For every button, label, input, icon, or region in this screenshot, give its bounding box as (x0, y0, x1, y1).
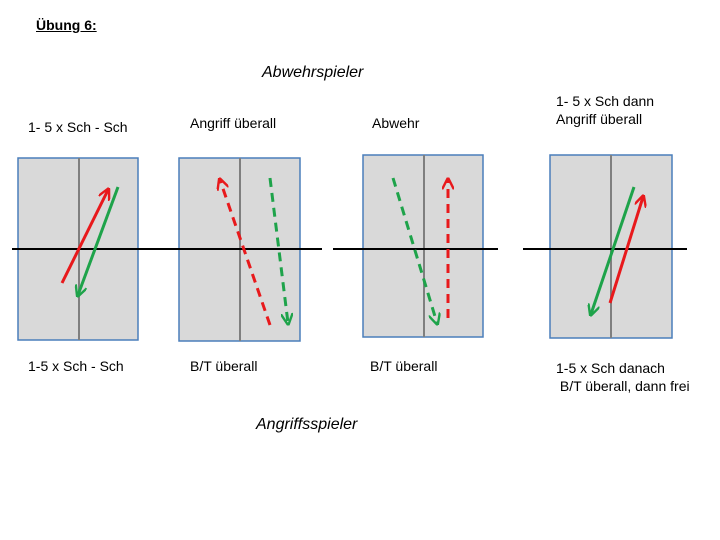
panel-3-green-arrow (391, 177, 437, 323)
defender-label: Abwehrspieler (262, 64, 364, 81)
panel-3-top-label: Abwehr (372, 115, 420, 131)
slide-title: Übung 6: (36, 17, 97, 33)
panel-1-green-arrow (78, 186, 120, 295)
panel-4-top-label-line-1: 1- 5 x Sch dann (556, 93, 655, 109)
panel-2-bottom-label: B/T überall (190, 358, 258, 374)
panel-2-top-label: Angriff überall (190, 115, 277, 131)
panel-1-bottom-label: 1-5 x Sch - Sch (28, 358, 124, 374)
panel-2-green-arrow (268, 177, 288, 323)
panel-4-top-label-line-2: Angriff überall (556, 111, 643, 127)
panel-4-green-arrow (591, 186, 636, 314)
panel-4-red-arrow (608, 197, 643, 304)
panel-3 (362, 154, 484, 338)
panel-4 (549, 154, 673, 339)
panel-1-red-arrow (60, 190, 108, 284)
panel-4-bottom-label-line-1: 1-5 x Sch danach (556, 360, 665, 376)
attacker-label: Angriffsspieler (256, 416, 358, 433)
panel-3-bottom-label: B/T überall (370, 358, 438, 374)
panel-2-red-arrow (220, 180, 272, 326)
panel-4-bottom-label-line-2: B/T überall, dann frei (556, 378, 690, 394)
panel-1-top-label: 1- 5 x Sch - Sch (28, 119, 128, 135)
